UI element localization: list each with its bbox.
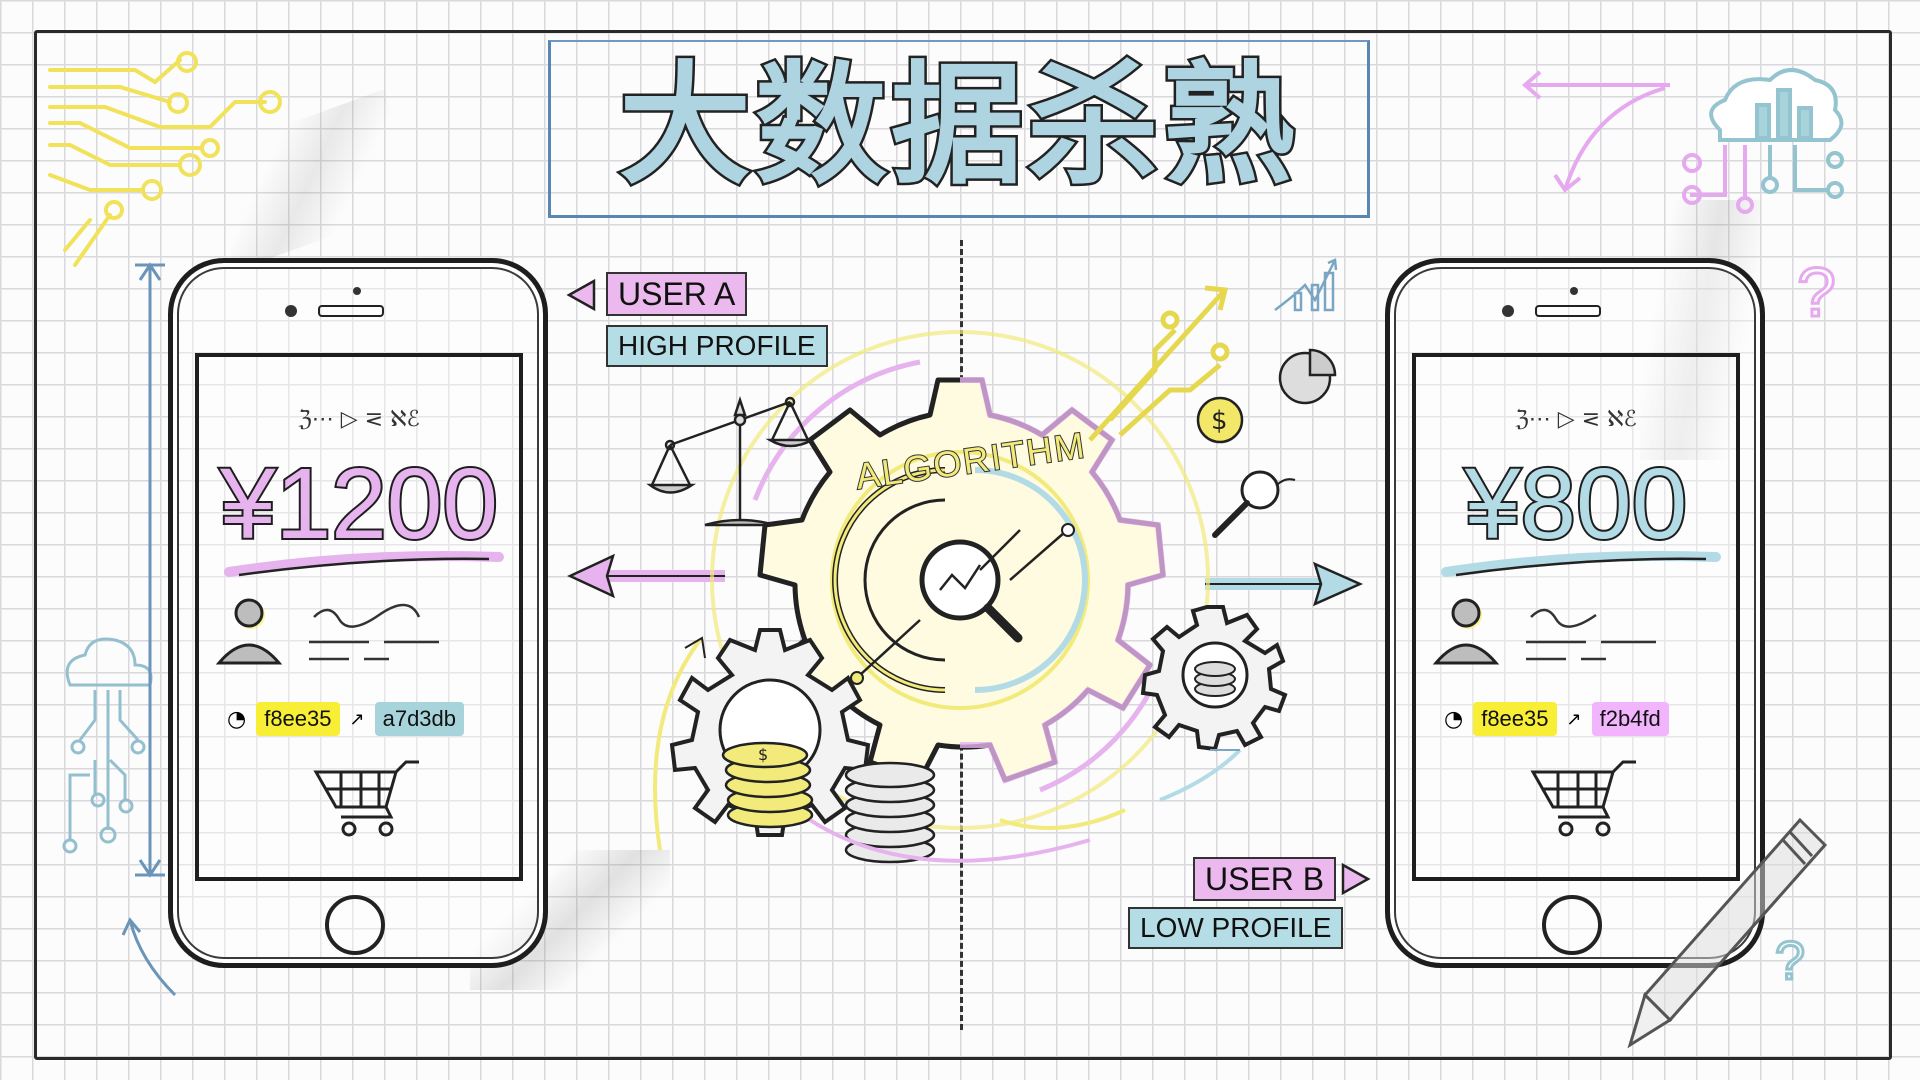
- title-banner: 大数据杀熟: [548, 40, 1370, 218]
- phone-camera: [285, 305, 297, 317]
- pie-chart-icon: [1278, 348, 1337, 405]
- tag-f8ee35: f8ee35: [256, 702, 340, 736]
- magnifier-icon: [919, 539, 1001, 621]
- phone-sensor: [353, 287, 361, 295]
- title-frame: [548, 40, 1370, 218]
- pencil-icon: [1627, 817, 1828, 1049]
- trend-arrow-icon: ↗: [1566, 708, 1582, 730]
- shopping-cart-icon: [1530, 760, 1636, 837]
- triangle-pointer-right-icon: [1341, 862, 1371, 896]
- triangle-pointer-left-icon: [566, 278, 596, 312]
- text-scribble: [1530, 608, 1597, 628]
- phone-sensor: [1570, 287, 1578, 295]
- arrow-left-icon: [567, 553, 725, 599]
- small-gear-coins-icon: $: [669, 628, 871, 837]
- question-mark-icon: ?: [1796, 252, 1838, 333]
- home-button: [1542, 895, 1602, 955]
- pie-chart-icon: ◔: [227, 706, 247, 732]
- phone-user-b: ℨ⋯ ▷ ⋜ ℵℰ ¥800 ◔ f8ee35 ↗ f2b4fd: [1385, 258, 1765, 968]
- height-dimension-arrow: [121, 262, 177, 997]
- circuit-icon: [48, 51, 282, 267]
- magnifier-icon: [1212, 470, 1296, 538]
- shopping-cart-icon: [313, 760, 419, 837]
- phone-screen-b: ℨ⋯ ▷ ⋜ ℵℰ ¥800 ◔ f8ee35 ↗ f2b4fd: [1412, 353, 1740, 881]
- tag-f8ee35: f8ee35: [1473, 702, 1557, 736]
- tag-row-a: ◔ f8ee35 ↗ a7d3db: [227, 702, 465, 736]
- cloud-data-icon: [1521, 68, 1844, 214]
- tag-f2b4fd: f2b4fd: [1591, 702, 1669, 736]
- screen-header-scribble: ℨ⋯ ▷ ⋜ ℵℰ: [1515, 407, 1637, 432]
- algorithm-gear-icon: [710, 330, 1210, 830]
- balance-scale-icon: [646, 396, 813, 527]
- phone-user-a: ℨ⋯ ▷ ⋜ ℵℰ ¥1200 ◔ f8ee35 ↗ a7d3db: [168, 258, 548, 968]
- dollar-coin-icon: $: [1196, 396, 1244, 444]
- page-border: [34, 30, 1892, 1060]
- user-avatar-icon: [215, 598, 439, 665]
- pie-chart-icon: ◔: [1444, 706, 1464, 732]
- phone-speaker: [318, 305, 384, 317]
- user-b-profile-label: LOW PROFILE: [1128, 907, 1344, 949]
- user-b-label: USER B: [1193, 857, 1337, 901]
- tag-a7d3db: a7d3db: [374, 702, 465, 736]
- page-title: 大数据杀熟: [617, 47, 1299, 206]
- phone-speaker: [1535, 305, 1601, 317]
- right-gear-coins-icon: [1140, 605, 1288, 752]
- text-scribble: [313, 603, 421, 628]
- screen-header-scribble: ℨ⋯ ▷ ⋜ ℵℰ: [298, 407, 420, 432]
- cloud-circuit-icon: [62, 637, 153, 854]
- trend-chart-icon: [1274, 258, 1338, 312]
- price-underline: [224, 551, 504, 577]
- phone-screen-a: ℨ⋯ ▷ ⋜ ℵℰ ¥1200 ◔ f8ee35 ↗ a7d3db: [195, 353, 523, 881]
- pencil-smudge: [1640, 200, 1760, 460]
- circuit-arrow-icon: [1088, 285, 1230, 442]
- price-user-b: ¥800: [1463, 446, 1689, 562]
- user-avatar-icon: [1432, 598, 1656, 665]
- phone-camera: [1502, 305, 1514, 317]
- svg-text:$: $: [1211, 406, 1228, 436]
- arrow-right-icon: [1205, 561, 1364, 607]
- price-user-a: ¥1200: [218, 446, 500, 562]
- tag-row-b: ◔ f8ee35 ↗ f2b4fd: [1444, 702, 1669, 736]
- user-a-label: USER A: [606, 272, 748, 316]
- flow-arrows-icon: [653, 636, 1242, 863]
- home-button: [325, 895, 385, 955]
- trend-arrow-icon: ↗: [349, 708, 365, 730]
- coin-stack-icon: [721, 741, 814, 829]
- coin-stack-gray-icon: [844, 761, 936, 864]
- svg-text:$: $: [758, 745, 768, 764]
- question-mark-icon: ?: [1773, 930, 1806, 993]
- user-a-profile-label: HIGH PROFILE: [606, 325, 828, 367]
- price-underline: [1441, 551, 1721, 577]
